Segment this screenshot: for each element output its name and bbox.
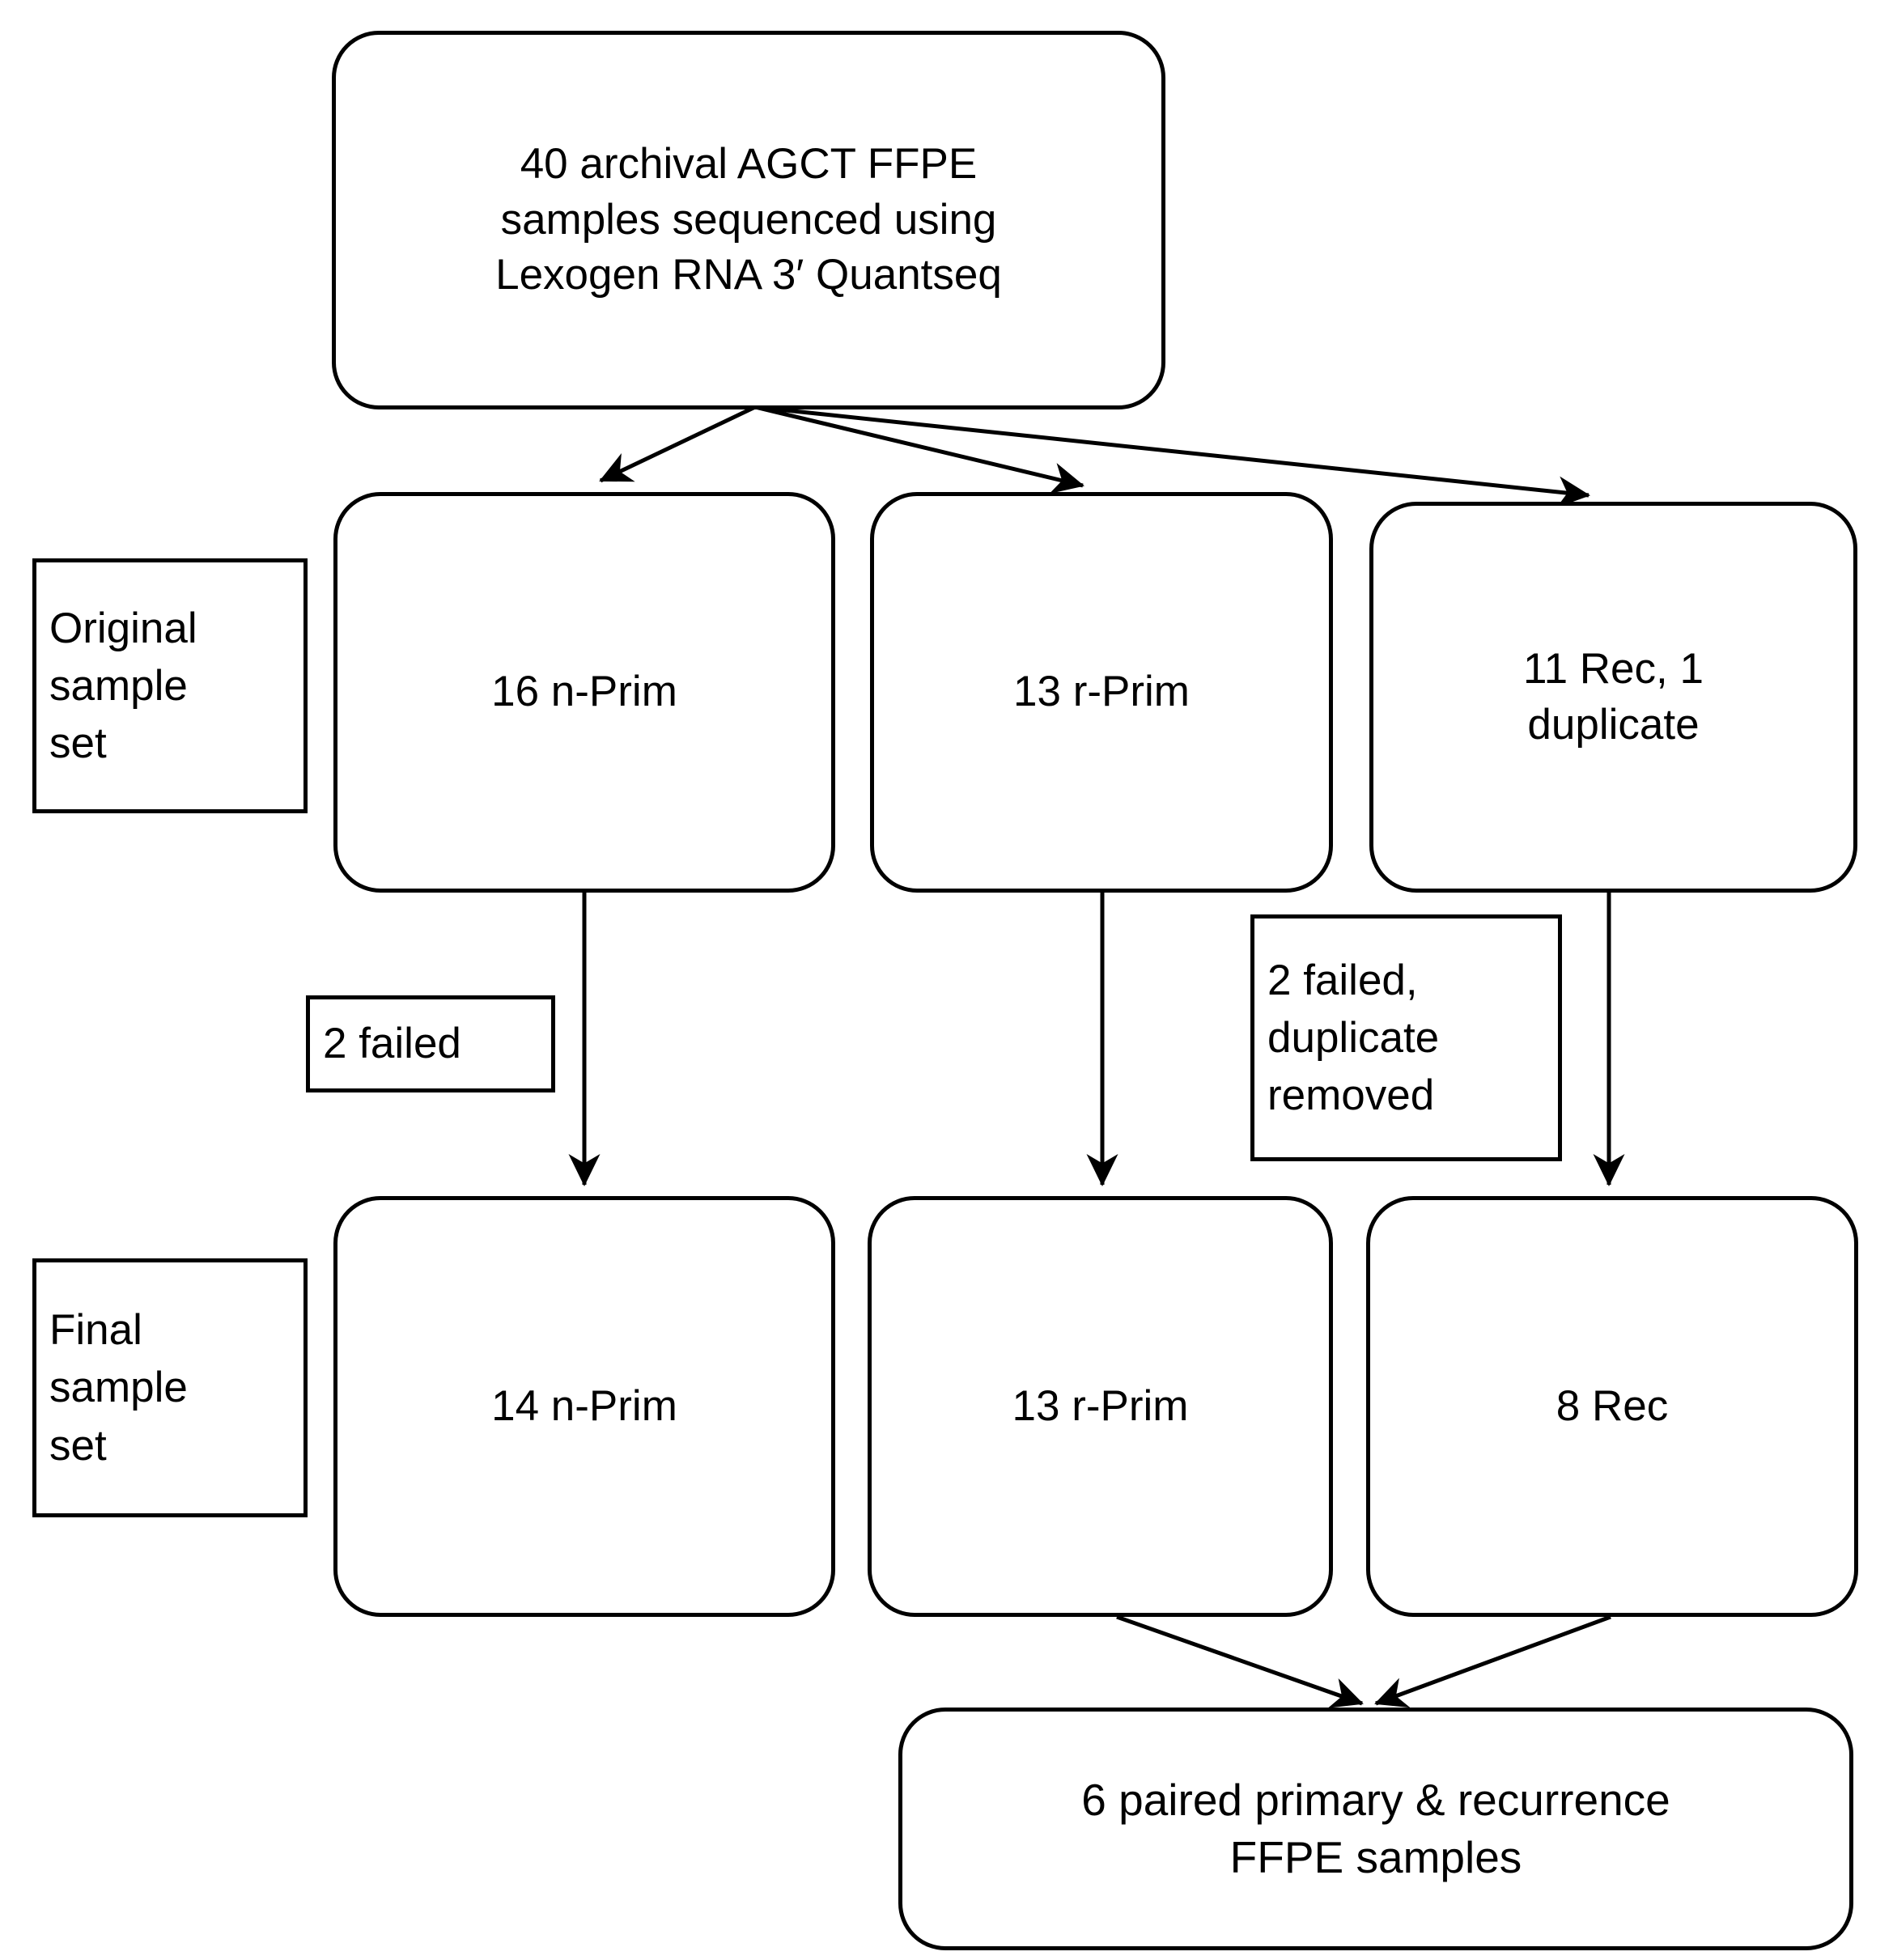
edge-final-r-prim-to-result [1116, 1614, 1364, 1708]
node-result-label: 6 paired primary & recurrence FFPE sampl… [1081, 1774, 1670, 1883]
row-label-original-sample-set: Original sample set [32, 558, 308, 813]
node-final-r-prim-label: 13 r-Prim [1012, 1381, 1189, 1430]
annotation-2-failed-duplicate-removed-text: 2 failed, duplicate removed [1267, 956, 1440, 1119]
node-orig-r-prim-label: 13 r-Prim [1013, 668, 1190, 716]
node-orig-r-prim[interactable]: 13 r-Prim [870, 492, 1333, 893]
node-final-n-prim-label: 14 n-Prim [491, 1381, 677, 1430]
node-final-rec-label: 8 Rec [1556, 1381, 1669, 1430]
node-orig-n-prim-label: 16 n-Prim [491, 668, 677, 716]
edge-source-to-orig-rec [754, 405, 1590, 508]
annotation-2-failed-text: 2 failed [323, 1020, 461, 1068]
annotation-2-failed: 2 failed [306, 995, 555, 1092]
edge-final-rec-to-result [1374, 1614, 1611, 1708]
node-orig-rec[interactable]: 11 Rec, 1 duplicate [1369, 502, 1857, 893]
edge-source-to-orig-r-prim [754, 405, 1084, 494]
annotation-2-failed-duplicate-removed: 2 failed, duplicate removed [1250, 914, 1562, 1161]
edge-source-to-orig-n-prim [599, 405, 757, 483]
node-result[interactable]: 6 paired primary & recurrence FFPE sampl… [898, 1708, 1853, 1950]
row-label-final-sample-set: Final sample set [32, 1258, 308, 1517]
node-final-n-prim[interactable]: 14 n-Prim [333, 1196, 835, 1617]
row-label-final-text: Final sample set [49, 1306, 188, 1470]
node-source[interactable]: 40 archival AGCT FFPE samples sequenced … [332, 31, 1165, 409]
row-label-original-text: Original sample set [49, 604, 197, 767]
node-orig-rec-label: 11 Rec, 1 duplicate [1523, 644, 1704, 749]
node-final-r-prim[interactable]: 13 r-Prim [868, 1196, 1333, 1617]
node-final-rec[interactable]: 8 Rec [1366, 1196, 1858, 1617]
node-source-label: 40 archival AGCT FFPE samples sequenced … [495, 139, 1002, 299]
node-orig-n-prim[interactable]: 16 n-Prim [333, 492, 835, 893]
